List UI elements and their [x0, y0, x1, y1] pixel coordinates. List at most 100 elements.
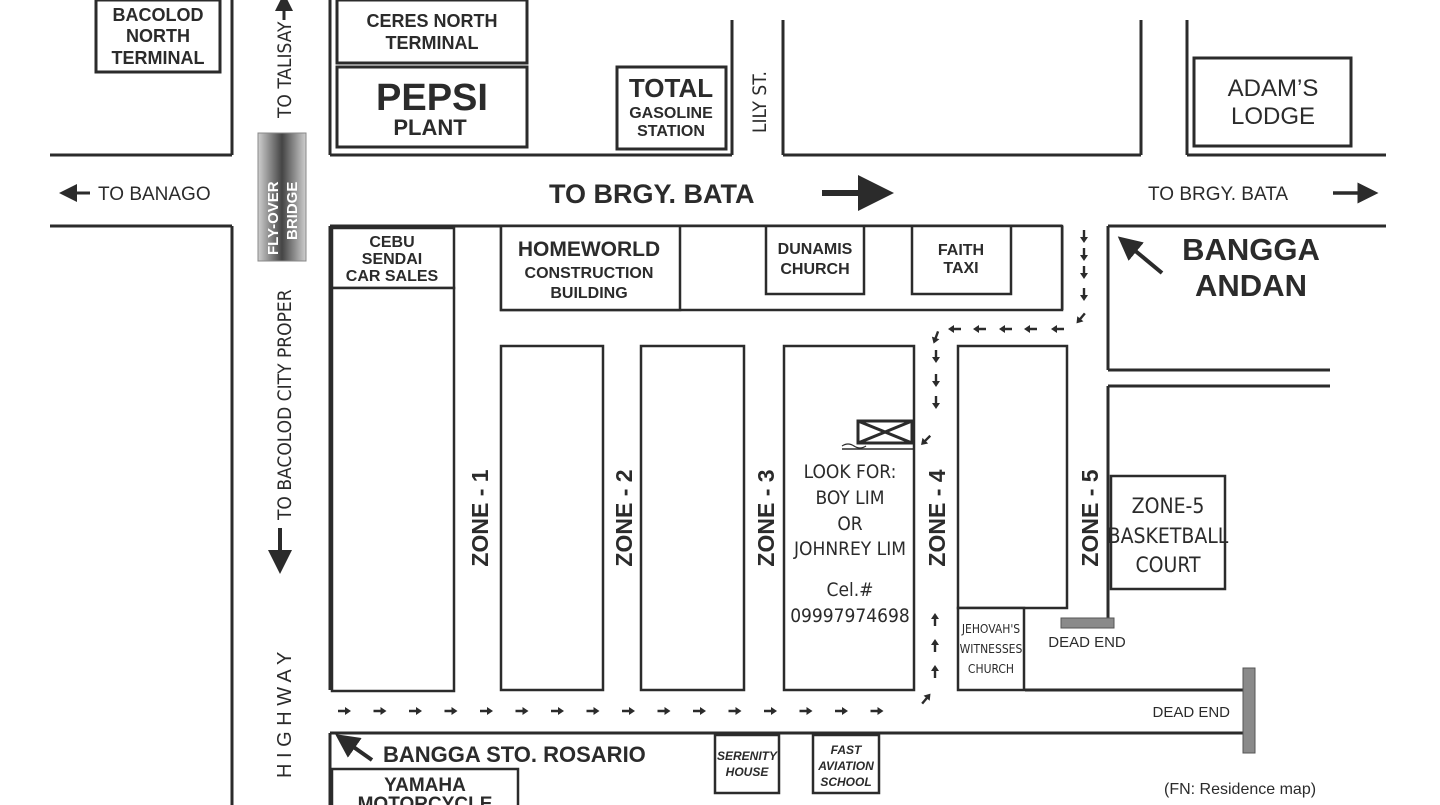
to-brgy-bata-right-label: TO BRGY. BATA — [1148, 182, 1379, 205]
svg-text:LILY ST.: LILY ST. — [749, 71, 771, 133]
svg-text:HOMEWORLD: HOMEWORLD — [518, 238, 660, 261]
zone-2-block — [499, 344, 605, 692]
footer-note: (FN: Residence map) — [1164, 781, 1316, 798]
svg-text:STATION: STATION — [637, 123, 705, 140]
svg-text:TERMINAL: TERMINAL — [386, 33, 479, 53]
route-arrow — [1080, 248, 1088, 261]
cel-number: 09997974698 — [790, 605, 910, 627]
faith-taxi: FAITH TAXI — [910, 224, 1013, 296]
svg-text:CAR SALES: CAR SALES — [346, 268, 439, 285]
bangga-sto-rosario-label: BANGGA STO. ROSARIO — [335, 734, 646, 767]
total-gasoline-station: TOTAL GASOLINE STATION — [615, 65, 728, 151]
dead-end-south: DEAD END — [1152, 667, 1256, 754]
svg-text:DEAD END: DEAD END — [1048, 634, 1126, 651]
lily-st-label: LILY ST. — [749, 71, 771, 133]
cebu-sendai-car-sales: CEBU SENDAI CAR SALES — [330, 226, 456, 290]
route-arrow — [444, 707, 458, 715]
svg-text:JOHNREY LIM: JOHNREY LIM — [793, 538, 906, 560]
svg-text:CHURCH: CHURCH — [968, 662, 1014, 676]
bangga-andan-label: BANGGA ANDAN — [1117, 232, 1320, 303]
ceres-north-terminal: CERES NORTH TERMINAL — [335, 0, 529, 65]
route-arrow — [373, 707, 387, 715]
route-arrow — [931, 665, 939, 678]
svg-text:BUILDING: BUILDING — [550, 285, 627, 302]
route-arrow — [1080, 288, 1088, 301]
svg-text:BANGGA STO. ROSARIO: BANGGA STO. ROSARIO — [383, 742, 646, 767]
svg-text:BRIDGE: BRIDGE — [284, 182, 301, 240]
svg-text:CEBU: CEBU — [369, 234, 414, 251]
svg-text:FAST: FAST — [831, 743, 863, 757]
route-arrows — [338, 230, 1088, 715]
route-arrow — [921, 434, 932, 445]
zone-labels: ZONE - 1 ZONE - 2 ZONE - 3 ZONE - 4 ZONE… — [467, 469, 1103, 566]
highway-label: H I G H W A Y — [274, 652, 296, 778]
serenity-house: SERENITY HOUSE — [713, 733, 781, 795]
dead-end-zone5: DEAD END — [1048, 617, 1126, 651]
svg-text:CHURCH: CHURCH — [780, 261, 849, 278]
svg-text:ADAM’S: ADAM’S — [1228, 75, 1319, 102]
svg-text:GASOLINE: GASOLINE — [629, 105, 713, 122]
svg-text:TO BACOLOD CITY PROPER: TO BACOLOD CITY PROPER — [274, 289, 296, 521]
route-arrow — [1051, 325, 1064, 333]
svg-text:HOUSE: HOUSE — [726, 765, 770, 779]
svg-text:H I G H W A Y: H I G H W A Y — [274, 652, 296, 778]
route-arrow — [921, 693, 931, 705]
route-arrow — [999, 325, 1012, 333]
svg-text:MOTORCYCLE: MOTORCYCLE — [358, 794, 493, 805]
svg-text:ANDAN: ANDAN — [1195, 268, 1307, 303]
zone-5-label: ZONE - 5 — [1077, 469, 1103, 566]
pepsi-plant: PEPSI PLANT — [335, 65, 529, 149]
svg-text:AVIATION: AVIATION — [817, 759, 874, 773]
zone-1-west-block — [330, 286, 456, 693]
zone-3-block — [639, 344, 746, 692]
jehovahs-witnesses-church: JEHOVAH'S WITNESSES CHURCH — [956, 606, 1026, 692]
route-arrow — [586, 707, 600, 715]
zone-3-label: ZONE - 3 — [753, 469, 779, 566]
svg-text:LODGE: LODGE — [1231, 103, 1315, 130]
svg-text:FLY-OVER: FLY-OVER — [265, 181, 282, 255]
zone-2-label: ZONE - 2 — [611, 469, 637, 566]
adams-lodge: ADAM’S LODGE — [1192, 56, 1353, 148]
zone-4-label: ZONE - 4 — [924, 469, 950, 566]
route-arrow — [728, 707, 742, 715]
svg-text:CERES NORTH: CERES NORTH — [366, 11, 497, 31]
to-bacolod-city-proper-label: TO BACOLOD CITY PROPER — [268, 289, 296, 574]
route-arrow — [338, 707, 351, 715]
svg-text:SCHOOL: SCHOOL — [820, 775, 871, 789]
dunamis-church: DUNAMIS CHURCH — [764, 224, 866, 296]
svg-text:NORTH: NORTH — [126, 26, 190, 46]
svg-text:Cel.#: Cel.# — [827, 579, 874, 601]
svg-text:PEPSI: PEPSI — [376, 77, 488, 119]
route-arrow — [932, 374, 940, 387]
svg-text:OR: OR — [837, 513, 862, 535]
yamaha-motorcycle: YAMAHA MOTORCYCLE — [330, 767, 520, 805]
fast-aviation-school: FAST AVIATION SCHOOL — [811, 733, 881, 795]
route-arrow — [932, 350, 940, 363]
svg-text:BOY LIM: BOY LIM — [816, 487, 885, 509]
residence-contact: LOOK FOR: BOY LIM OR JOHNREY LIM Cel.# 0… — [790, 461, 910, 627]
svg-text:BACOLOD: BACOLOD — [113, 5, 204, 25]
bacolod-north-terminal: BACOLOD NORTH TERMINAL — [94, 0, 222, 74]
route-arrow — [931, 330, 940, 344]
residence-block — [782, 344, 916, 692]
svg-text:LOOK FOR:: LOOK FOR: — [804, 461, 897, 483]
svg-text:PLANT: PLANT — [393, 115, 467, 140]
svg-text:JEHOVAH'S: JEHOVAH'S — [961, 622, 1020, 636]
route-arrow — [1076, 312, 1086, 324]
svg-text:SENDAI: SENDAI — [362, 251, 422, 268]
to-talisay-label: TO TALISAY — [274, 0, 296, 119]
route-arrow — [551, 707, 564, 715]
route-arrow — [1080, 230, 1088, 243]
svg-text:SERENITY: SERENITY — [717, 749, 778, 763]
route-arrow — [409, 707, 422, 715]
route-arrow — [835, 707, 848, 715]
zone-1-label: ZONE - 1 — [467, 469, 493, 566]
residence-marker — [841, 419, 914, 450]
svg-text:ZONE-5: ZONE-5 — [1132, 494, 1205, 518]
homeworld-construction-building: HOMEWORLD CONSTRUCTION BUILDING — [499, 224, 682, 312]
route-arrow — [515, 707, 529, 715]
svg-text:DEAD END: DEAD END — [1152, 704, 1230, 721]
route-arrow — [931, 613, 939, 626]
svg-text:TO BRGY. BATA: TO BRGY. BATA — [549, 179, 755, 209]
svg-text:COURT: COURT — [1135, 553, 1200, 577]
